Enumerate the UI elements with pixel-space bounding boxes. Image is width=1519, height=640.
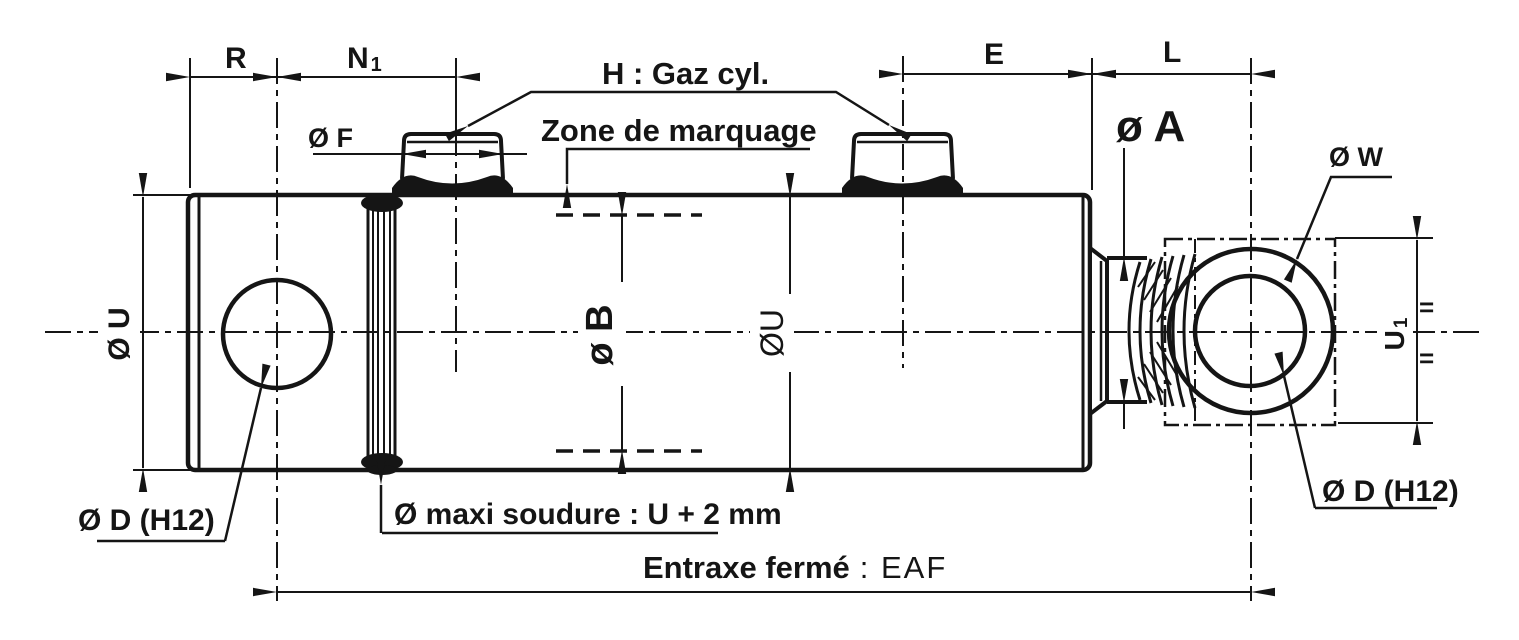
leader-diaD-right	[1274, 351, 1317, 509]
label-backdrops	[98, 282, 1413, 386]
equal-mark-top: =	[1419, 292, 1434, 322]
leader-gas-ports	[444, 90, 912, 142]
leader-marking-zone	[562, 147, 810, 208]
weld-hatching	[1137, 261, 1179, 401]
leader-diaD-left	[223, 363, 271, 542]
label-diaD-right: Ø D (H12)	[1322, 475, 1459, 508]
port-boss-left	[392, 132, 513, 196]
label-entraxe-value: : EAF	[860, 550, 948, 585]
label-diaF: Ø F	[308, 123, 353, 153]
port-weld-fillet	[392, 175, 513, 196]
label-E: E	[984, 38, 1004, 71]
port-weld-fillet	[842, 175, 963, 196]
leader-diaW	[1283, 175, 1392, 283]
label-gas-port: H : Gaz cyl.	[602, 56, 769, 91]
label-diaD-left: Ø D (H12)	[78, 504, 215, 537]
label-U1: U1	[1379, 317, 1412, 350]
label-max-weld: Ø maxi soudure : U + 2 mm	[394, 498, 782, 531]
label-marking-zone: Zone de marquage	[541, 113, 817, 148]
label-R: R	[225, 42, 247, 75]
leader-lines	[97, 90, 1437, 543]
equal-mark-bottom: =	[1419, 343, 1434, 373]
label-entraxe: Entraxe fermé: EAF	[643, 550, 947, 585]
bore-hidden-lines	[556, 213, 702, 453]
label-diaB: ø B	[579, 304, 621, 365]
label-diaU-mid: ØU	[754, 309, 790, 357]
label-L: L	[1163, 36, 1181, 69]
label-diaW: Ø W	[1329, 142, 1384, 172]
label-diaU-left: Ø U	[103, 307, 136, 360]
label-diaA: ø A	[1116, 102, 1185, 151]
